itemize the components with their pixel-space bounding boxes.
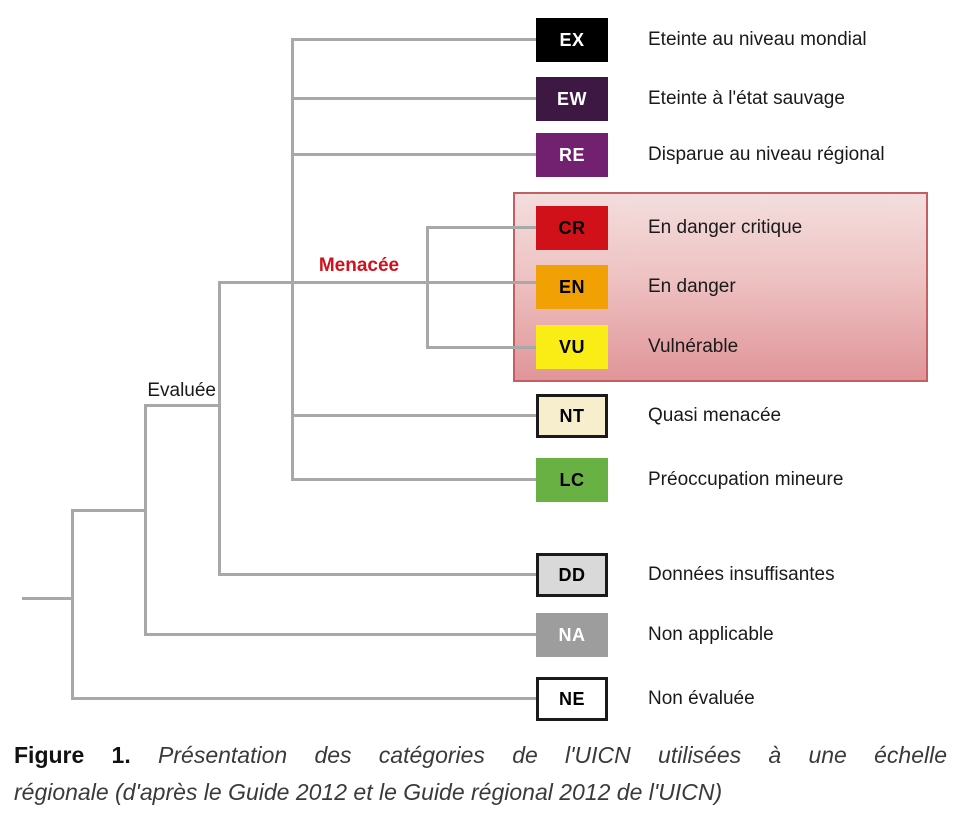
tree-line-root <box>22 597 73 600</box>
category-box-re: RE <box>536 133 608 177</box>
category-box-cr: CR <box>536 206 608 250</box>
tree-line-spine <box>291 38 294 481</box>
category-box-nt: NT <box>536 394 608 438</box>
category-row-nt: NT Quasi menacée <box>0 394 968 438</box>
category-code-en: EN <box>558 276 585 297</box>
category-label-nt: Quasi menacée <box>648 405 782 426</box>
tree-line-fork2-up <box>144 406 147 512</box>
tree-line-ew <box>291 97 536 100</box>
category-box-en: EN <box>536 265 608 309</box>
tree-line-dd <box>218 573 536 576</box>
evaluee-branch-label: Evaluée <box>147 380 216 401</box>
category-label-na: Non applicable <box>648 624 774 645</box>
category-label-re: Disparue au niveau régional <box>648 144 885 165</box>
category-row-re: RE Disparue au niveau régional <box>0 133 968 177</box>
tree-line-menacee-bracket <box>426 226 429 349</box>
tree-line-menacee-en <box>218 281 537 284</box>
caption-text-line2: régionale (d'après le Guide 2012 et le G… <box>14 779 723 805</box>
tree-line-root-fork <box>71 509 74 700</box>
tree-line-na <box>144 633 536 636</box>
category-row-dd: DD Données insuffisantes <box>0 553 968 597</box>
category-code-ex: EX <box>559 29 585 50</box>
category-label-cr: En danger critique <box>648 217 803 238</box>
tree-line-cr <box>426 226 537 229</box>
category-row-ex: EX Eteinte au niveau mondial <box>0 18 968 62</box>
caption-line-1: Figure 1. Présentation des catégories de… <box>14 737 947 774</box>
category-row-cr: CR En danger critique <box>0 206 968 250</box>
tree-line-vu <box>426 346 537 349</box>
category-box-ne: NE <box>536 677 608 721</box>
category-label-lc: Préoccupation mineure <box>648 469 844 490</box>
category-label-vu: Vulnérable <box>648 336 739 357</box>
category-row-en: EN En danger <box>0 265 968 309</box>
tree-line-lc <box>291 478 537 481</box>
category-box-ex: EX <box>536 18 608 62</box>
category-box-vu: VU <box>536 325 608 369</box>
category-row-lc: LC Préoccupation mineure <box>0 458 968 502</box>
tree-line-fork2 <box>144 509 147 636</box>
tree-line-evaluee-node <box>218 281 221 576</box>
category-label-ex: Eteinte au niveau mondial <box>648 29 867 50</box>
category-box-dd: DD <box>536 553 608 597</box>
tree-line-nt <box>291 414 536 417</box>
category-label-ne: Non évaluée <box>648 688 755 709</box>
category-code-vu: VU <box>558 336 585 357</box>
category-box-na: NA <box>536 613 608 657</box>
category-row-na: NA Non applicable <box>0 613 968 657</box>
category-code-lc: LC <box>559 469 585 490</box>
category-code-dd: DD <box>558 564 586 585</box>
category-box-lc: LC <box>536 458 608 502</box>
category-row-vu: VU Vulnérable <box>0 325 968 369</box>
category-row-ew: EW Eteinte à l'état sauvage <box>0 77 968 121</box>
tree-line-re <box>291 153 536 156</box>
figure-caption: Figure 1. Présentation des catégories de… <box>14 737 947 811</box>
category-code-na: NA <box>558 624 586 645</box>
tree-line-ex <box>291 38 536 41</box>
category-box-ew: EW <box>536 77 608 121</box>
category-code-nt: NT <box>559 405 585 426</box>
category-label-dd: Données insuffisantes <box>648 564 835 585</box>
caption-text-line1: Présentation des catégories de l'UICN ut… <box>158 742 948 768</box>
tree-line-evaluated-up <box>71 509 147 512</box>
category-row-ne: NE Non évaluée <box>0 677 968 721</box>
caption-figure-number: Figure 1. <box>14 742 131 768</box>
menacee-branch-label: Menacée <box>318 255 400 276</box>
category-code-ew: EW <box>557 88 587 109</box>
category-code-cr: CR <box>558 217 586 238</box>
tree-line-evaluee <box>144 404 221 407</box>
category-label-ew: Eteinte à l'état sauvage <box>648 88 845 109</box>
category-code-re: RE <box>558 144 585 165</box>
category-code-ne: NE <box>558 688 585 709</box>
category-label-en: En danger <box>648 276 736 297</box>
tree-line-ne <box>71 697 536 700</box>
